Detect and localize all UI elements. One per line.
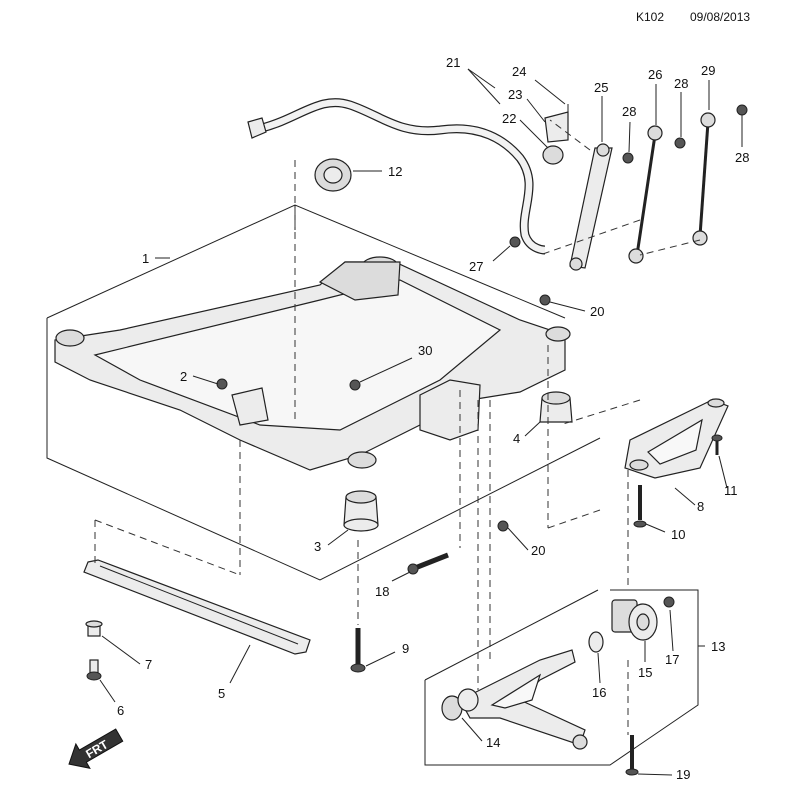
arm-bushings: [588, 596, 675, 653]
callout-25: 25: [594, 80, 608, 95]
callout-1: 1: [142, 251, 149, 266]
callout-23: 23: [508, 87, 522, 102]
nuts-28: [622, 104, 748, 164]
stabilizer-link-25: [569, 143, 613, 271]
alignment-lines: [94, 119, 701, 735]
subframe: [54, 256, 571, 471]
callout-15: 15: [638, 665, 652, 680]
callout-2: 2: [180, 369, 187, 384]
callout-21: 21: [446, 55, 460, 70]
callout-26: 26: [648, 67, 662, 82]
callout-13: 13: [711, 639, 725, 654]
diagram-code: K102: [636, 10, 665, 24]
bolt-9: [350, 628, 366, 673]
callout-3: 3: [314, 539, 321, 554]
callout-6: 6: [117, 703, 124, 718]
diagram-date: 09/08/2013: [690, 10, 751, 24]
front-direction-arrow-icon: FRT: [68, 728, 124, 769]
callout-16: 16: [592, 685, 606, 700]
bracket-8: [624, 398, 729, 528]
lower-control-arm: [441, 649, 588, 750]
lower-arm-box: [424, 589, 699, 766]
callout-24: 24: [512, 64, 526, 79]
callout-12: 12: [388, 164, 402, 179]
callout-8: 8: [697, 499, 704, 514]
callout-30: 30: [418, 343, 432, 358]
stabilizer-link-26: [628, 125, 663, 264]
callout-19: 19: [676, 767, 690, 782]
brace-5: [83, 559, 311, 655]
callout-5: 5: [218, 686, 225, 701]
callout-27: 27: [469, 259, 483, 274]
callout-22: 22: [502, 111, 516, 126]
callout-28a: 28: [622, 104, 636, 119]
callout-11: 11: [724, 483, 738, 498]
callout-14: 14: [486, 735, 500, 750]
callout-9: 9: [402, 641, 409, 656]
callout-labels: 1 2 3 4 5 6 7 8 9 10 11 12 13 14 15 16 1…: [117, 55, 749, 782]
bolt-18: [407, 552, 449, 575]
callout-18: 18: [375, 584, 389, 599]
stabilizer-clamp: [542, 104, 569, 165]
callout-20b: 20: [531, 543, 545, 558]
callout-29: 29: [701, 63, 715, 78]
leader-lines: [99, 68, 743, 776]
bolt-6-washer-7: [85, 620, 103, 681]
subframe-mount-4: [539, 391, 573, 423]
stabilizer-bar: [247, 98, 546, 255]
bolt-19: [625, 735, 639, 776]
callout-10: 10: [671, 527, 685, 542]
callout-7: 7: [145, 657, 152, 672]
stabilizer-bushing-12: [314, 158, 352, 192]
callout-28b: 28: [674, 76, 688, 91]
callout-17: 17: [665, 652, 679, 667]
stabilizer-link-29: [692, 112, 716, 246]
callout-4: 4: [513, 431, 520, 446]
callout-20a: 20: [590, 304, 604, 319]
subframe-mount-3: [343, 490, 379, 532]
callout-28c: 28: [735, 150, 749, 165]
nuts-small: [216, 236, 551, 532]
